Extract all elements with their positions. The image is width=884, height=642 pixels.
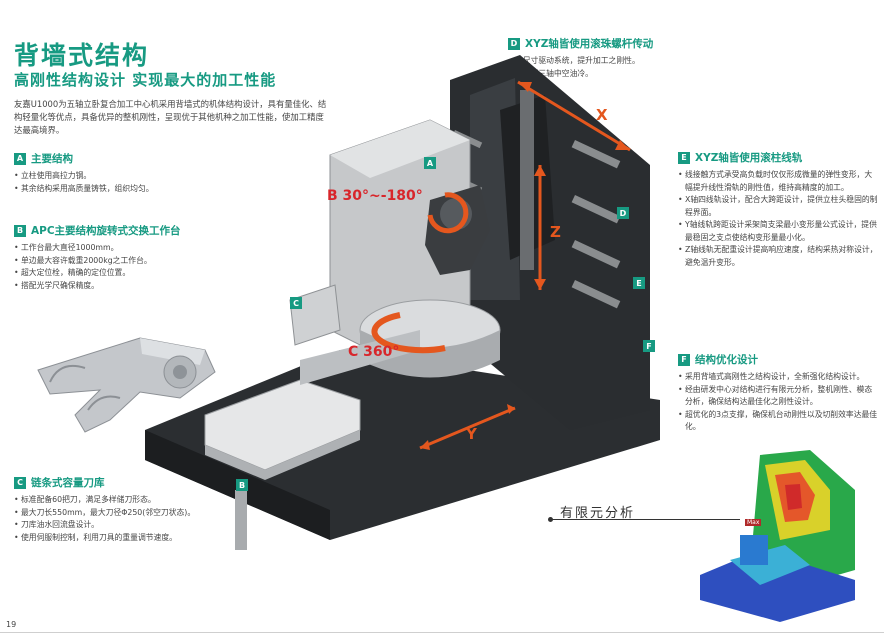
section-c-item: 刀库油水回流盘设计。 [14, 519, 254, 532]
section-f-title: 结构优化设计 [695, 354, 758, 366]
diagram-tag-b: B [236, 479, 248, 491]
section-b-item: 工作台最大直径1000mm。 [14, 242, 314, 255]
diagram-tag-f: F [643, 340, 655, 352]
section-e-list: 线接触方式承受高负载时仅仅形成微量的弹性变形，大幅提升线性滑轨的刚性值，维持高精… [678, 169, 878, 269]
intro-paragraph: 友嘉U1000为五轴立卧复合加工中心机采用背墙式的机体结构设计，具有量佳化、结构… [14, 99, 327, 135]
section-e-item: Y轴线轨跨距设计采架简支梁最小变形量公式设计，提供最稳固之支点使结构变形量最小化… [678, 219, 878, 244]
section-f-heading: F 结构优化设计 [678, 352, 878, 367]
axis-y-label: Y [466, 425, 477, 443]
fea-max-label: Max [745, 519, 762, 526]
section-c-heading: C 链条式容量刀库 [14, 475, 254, 490]
section-e-item: X轴四线轨设计，配合大跨距设计，提供立柱头稳固的制程界面。 [678, 194, 878, 219]
section-b-heading: B APC主要结构旋转式交换工作台 [14, 223, 314, 238]
section-e-heading: E XYZ轴皆使用滚柱线轨 [678, 150, 878, 165]
axis-z-label: Z [550, 223, 561, 241]
section-b: B APC主要结构旋转式交换工作台 工作台最大直径1000mm。 单边最大容许载… [14, 223, 314, 292]
section-a-list: 立柱使用高拉力钢。 其余结构采用高质量铸铁，组织均匀。 [14, 170, 314, 195]
section-a-item: 立柱使用高拉力钢。 [14, 170, 314, 183]
section-e-title: XYZ轴皆使用滚柱线轨 [695, 152, 803, 164]
fea-leader-dot [548, 517, 553, 522]
section-c-item: 标准配备60把刀，满足多样储刀形态。 [14, 494, 254, 507]
section-c-list: 标准配备60把刀，满足多样储刀形态。 最大刀长550mm，最大刀径Φ250(邻空… [14, 494, 254, 544]
diagram-tag-a: A [424, 157, 436, 169]
axis-x-label: X [596, 106, 608, 124]
section-d-heading: D XYZ轴皆使用滚珠螺杆传动 [508, 36, 728, 51]
machine-structure-image [145, 55, 660, 550]
section-b-item: 搭配光学尺确保精度。 [14, 280, 314, 293]
section-a-title: 主要结构 [31, 153, 73, 165]
rotation-b-label: B 30°~-180° [327, 188, 423, 204]
page-title: 背墙式结构 [14, 41, 150, 70]
diagram-tag-c: C [290, 297, 302, 309]
section-f-item: 采用背墙式高刚性之结构设计，全新强化结构设计。 [678, 371, 878, 384]
section-f: F 结构优化设计 采用背墙式高刚性之结构设计，全新强化结构设计。 经由研发中心对… [678, 352, 878, 434]
section-f-item: 经由研发中心对结构进行有限元分析，整机刚性、模态分析，确保结构达最佳化之刚性设计… [678, 384, 878, 409]
section-b-title: APC主要结构旋转式交换工作台 [31, 225, 181, 237]
section-a: A 主要结构 立柱使用高拉力钢。 其余结构采用高质量铸铁，组织均匀。 [14, 151, 314, 195]
section-b-item: 单边最大容许载重2000kg之工作台。 [14, 255, 314, 268]
section-a-heading: A 主要结构 [14, 151, 314, 166]
section-e: E XYZ轴皆使用滚柱线轨 线接触方式承受高负载时仅仅形成微量的弹性变形，大幅提… [678, 150, 878, 269]
section-f-letter: F [678, 353, 690, 366]
diagram-tag-d: D [617, 207, 629, 219]
fea-caption: 有限元分析 [560, 506, 636, 521]
footer-divider [0, 632, 884, 633]
section-c-item: 使用伺服制控制，利用刀具的重量调节速度。 [14, 532, 254, 545]
section-c: C 链条式容量刀库 标准配备60把刀，满足多样储刀形态。 最大刀长550mm，最… [14, 475, 254, 544]
section-e-item: 线接触方式承受高负载时仅仅形成微量的弹性变形，大幅提升线性滑轨的刚性值，维持高精… [678, 169, 878, 194]
section-f-list: 采用背墙式高刚性之结构设计，全新强化结构设计。 经由研发中心对结构进行有限元分析… [678, 371, 878, 434]
section-b-item: 超大定位栓，精确的定位位置。 [14, 267, 314, 280]
section-c-item: 最大刀长550mm，最大刀径Φ250(邻空刀状态)。 [14, 507, 254, 520]
section-b-list: 工作台最大直径1000mm。 单边最大容许载重2000kg之工作台。 超大定位栓… [14, 242, 314, 292]
section-e-item: Z轴线轨无配重设计提高响应速度，结构采热对称设计，避免温升变形。 [678, 244, 878, 269]
tool-arm-image [37, 337, 216, 433]
section-a-item: 其余结构采用高质量铸铁，组织均匀。 [14, 183, 314, 196]
page-number: 19 [6, 620, 17, 629]
fea-leader-line [550, 519, 740, 520]
section-b-letter: B [14, 224, 26, 237]
rotation-c-label: C 360° [348, 344, 400, 360]
section-f-item: 超优化的3点支撑，确保机台动刚性以及切削效率达最佳化。 [678, 409, 878, 434]
page-subtitle: 高刚性结构设计 实现最大的加工性能 [14, 71, 277, 89]
section-c-letter: C [14, 476, 26, 489]
diagram-tag-e: E [633, 277, 645, 289]
section-e-letter: E [678, 151, 690, 164]
section-d-title: XYZ轴皆使用滚珠螺杆传动 [525, 38, 654, 50]
section-d-letter: D [508, 37, 520, 50]
section-c-title: 链条式容量刀库 [31, 477, 105, 489]
section-a-letter: A [14, 152, 26, 165]
fea-analysis-image [700, 450, 855, 622]
